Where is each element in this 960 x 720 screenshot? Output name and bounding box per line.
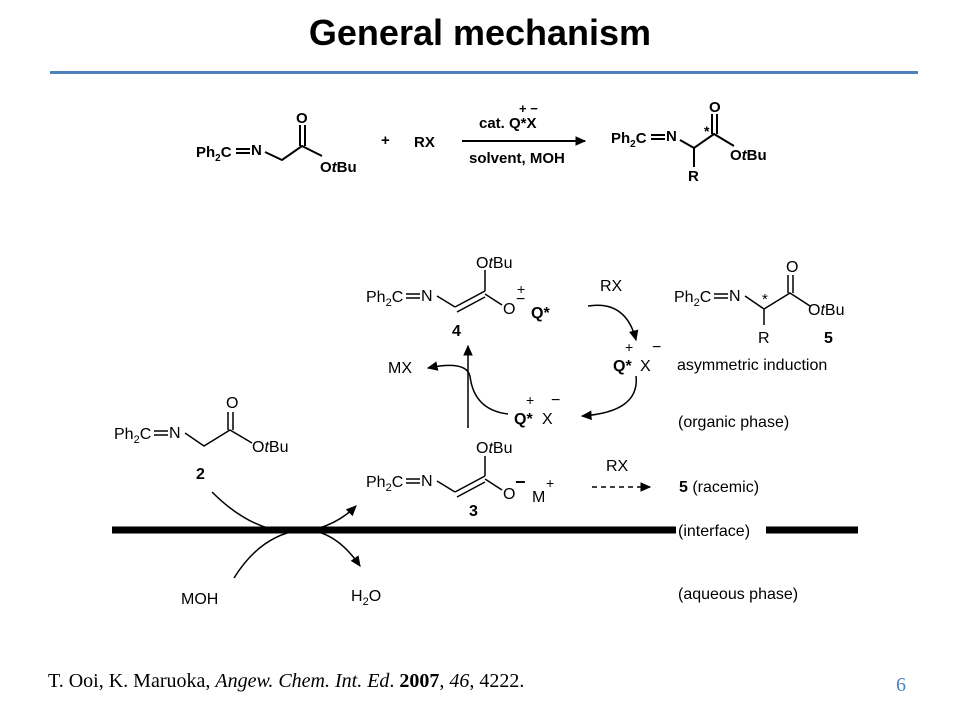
base-moh: MOH: [181, 591, 218, 608]
svg-text:OtBu: OtBu: [252, 439, 288, 456]
page-number: 6: [896, 674, 906, 696]
citation-volume: 46: [449, 670, 470, 692]
product-ph2c-label: Ph2C: [611, 130, 647, 150]
svg-text:+: +: [546, 475, 554, 491]
ph2c-label: Ph2C: [196, 144, 232, 164]
quaternary-cation-label: Q*: [531, 305, 550, 322]
metal-cation-label: M: [532, 489, 545, 506]
mx-release-arrow: [426, 361, 509, 415]
substrate-2-structure: Ph2C N O OtBu 2: [114, 395, 288, 483]
citation-authors: T. Ooi, K. Maruoka,: [48, 670, 216, 692]
svg-text:Ph2C: Ph2C: [114, 426, 151, 446]
product-5-number: 5: [824, 330, 833, 347]
enolate-4-ester: OtBu: [476, 255, 512, 272]
svg-text:OtBu: OtBu: [476, 440, 512, 457]
svg-text:−: −: [515, 472, 526, 492]
rx-upper: RX: [600, 278, 623, 295]
svg-text:OtBu: OtBu: [808, 302, 844, 319]
svg-text:N: N: [421, 288, 433, 305]
svg-text:−: −: [551, 392, 560, 409]
citation-separator: ,: [439, 670, 450, 692]
substrate-2-number: 2: [196, 466, 205, 483]
svg-text:N: N: [729, 288, 741, 305]
citation: T. Ooi, K. Maruoka, Angew. Chem. Int. Ed…: [48, 670, 524, 693]
product-r-group: R: [688, 168, 699, 185]
svg-text:−: −: [652, 339, 661, 356]
svg-text:O: O: [503, 301, 515, 318]
svg-text:+: +: [526, 392, 534, 408]
top-substrate-structure: Ph2C N O OtBu: [196, 110, 357, 176]
nitrogen-label: N: [251, 142, 262, 159]
asymmetric-induction-label: asymmetric induction: [677, 357, 827, 374]
catalyst-ion-pair-lower: + − Q* X: [514, 392, 560, 428]
interface-label: (interface): [678, 523, 750, 540]
enolate-4-number: 4: [452, 323, 461, 340]
svg-text:O: O: [503, 486, 515, 503]
enolate-3-structure: Ph2C N OtBu O − M + 3: [366, 440, 554, 520]
svg-text:*: *: [762, 291, 768, 308]
top-product-structure: Ph2C N O OtBu * R: [611, 99, 767, 185]
aqueous-phase-label: (aqueous phase): [678, 586, 798, 603]
svg-text:O: O: [786, 259, 798, 276]
stereocenter-mark: *: [704, 123, 710, 139]
organic-phase-label: (organic phase): [678, 414, 789, 431]
citation-separator: .: [389, 670, 400, 692]
svg-text:−: −: [516, 291, 525, 308]
slide-title: General mechanism: [308, 12, 652, 53]
deprotonation-arrow-upper: [211, 491, 357, 533]
svg-text:+: +: [625, 339, 633, 355]
svg-text:Ph2C: Ph2C: [366, 474, 403, 494]
alkylation-arrow: [587, 304, 639, 342]
water-label: H2O: [351, 588, 381, 608]
product-carbonyl-oxygen: O: [709, 99, 721, 116]
citation-pages: , 4222.: [469, 670, 525, 692]
svg-text:N: N: [421, 473, 433, 490]
svg-text:Q*: Q*: [514, 411, 533, 428]
product-5-structure: Ph2C N O OtBu * R 5: [674, 259, 844, 347]
deprotonation-arrow-lower: [233, 529, 361, 579]
salt-mx: MX: [388, 360, 412, 377]
svg-text:Ph2C: Ph2C: [366, 289, 403, 309]
racemic-text: (racemic): [688, 479, 759, 496]
racemic-label: 5 (racemic): [679, 479, 759, 496]
svg-text:N: N: [169, 425, 181, 442]
svg-text:O: O: [226, 395, 238, 412]
plus-sign: +: [381, 132, 390, 149]
citation-year: 2007: [399, 670, 440, 692]
catalyst-return-arrow: [580, 375, 637, 421]
citation-journal: Angew. Chem. Int. Ed: [215, 670, 390, 692]
svg-text:+: +: [517, 281, 525, 297]
otbu-label: OtBu: [320, 159, 357, 176]
catalyst-ion-pair-right: + − Q* X: [613, 339, 661, 375]
svg-text:Q*: Q*: [613, 358, 632, 375]
rx-lower: RX: [606, 458, 629, 475]
product-nitrogen: N: [666, 128, 677, 145]
reagent-rx: RX: [414, 134, 435, 151]
svg-text:X: X: [542, 411, 553, 428]
svg-text:Ph2C: Ph2C: [674, 289, 711, 309]
svg-text:X: X: [640, 358, 651, 375]
catalyst-charges: + −: [519, 101, 538, 116]
catalyst-label: cat. Q*X: [479, 115, 537, 132]
product-otbu: OtBu: [730, 147, 767, 164]
conditions-label: solvent, MOH: [469, 150, 565, 167]
carbonyl-oxygen: O: [296, 110, 308, 127]
svg-text:R: R: [758, 330, 770, 347]
enolate-4-structure: Ph2C N OtBu O − + Q* 4: [366, 255, 550, 340]
enolate-3-number: 3: [469, 503, 478, 520]
title-divider: [50, 71, 918, 74]
